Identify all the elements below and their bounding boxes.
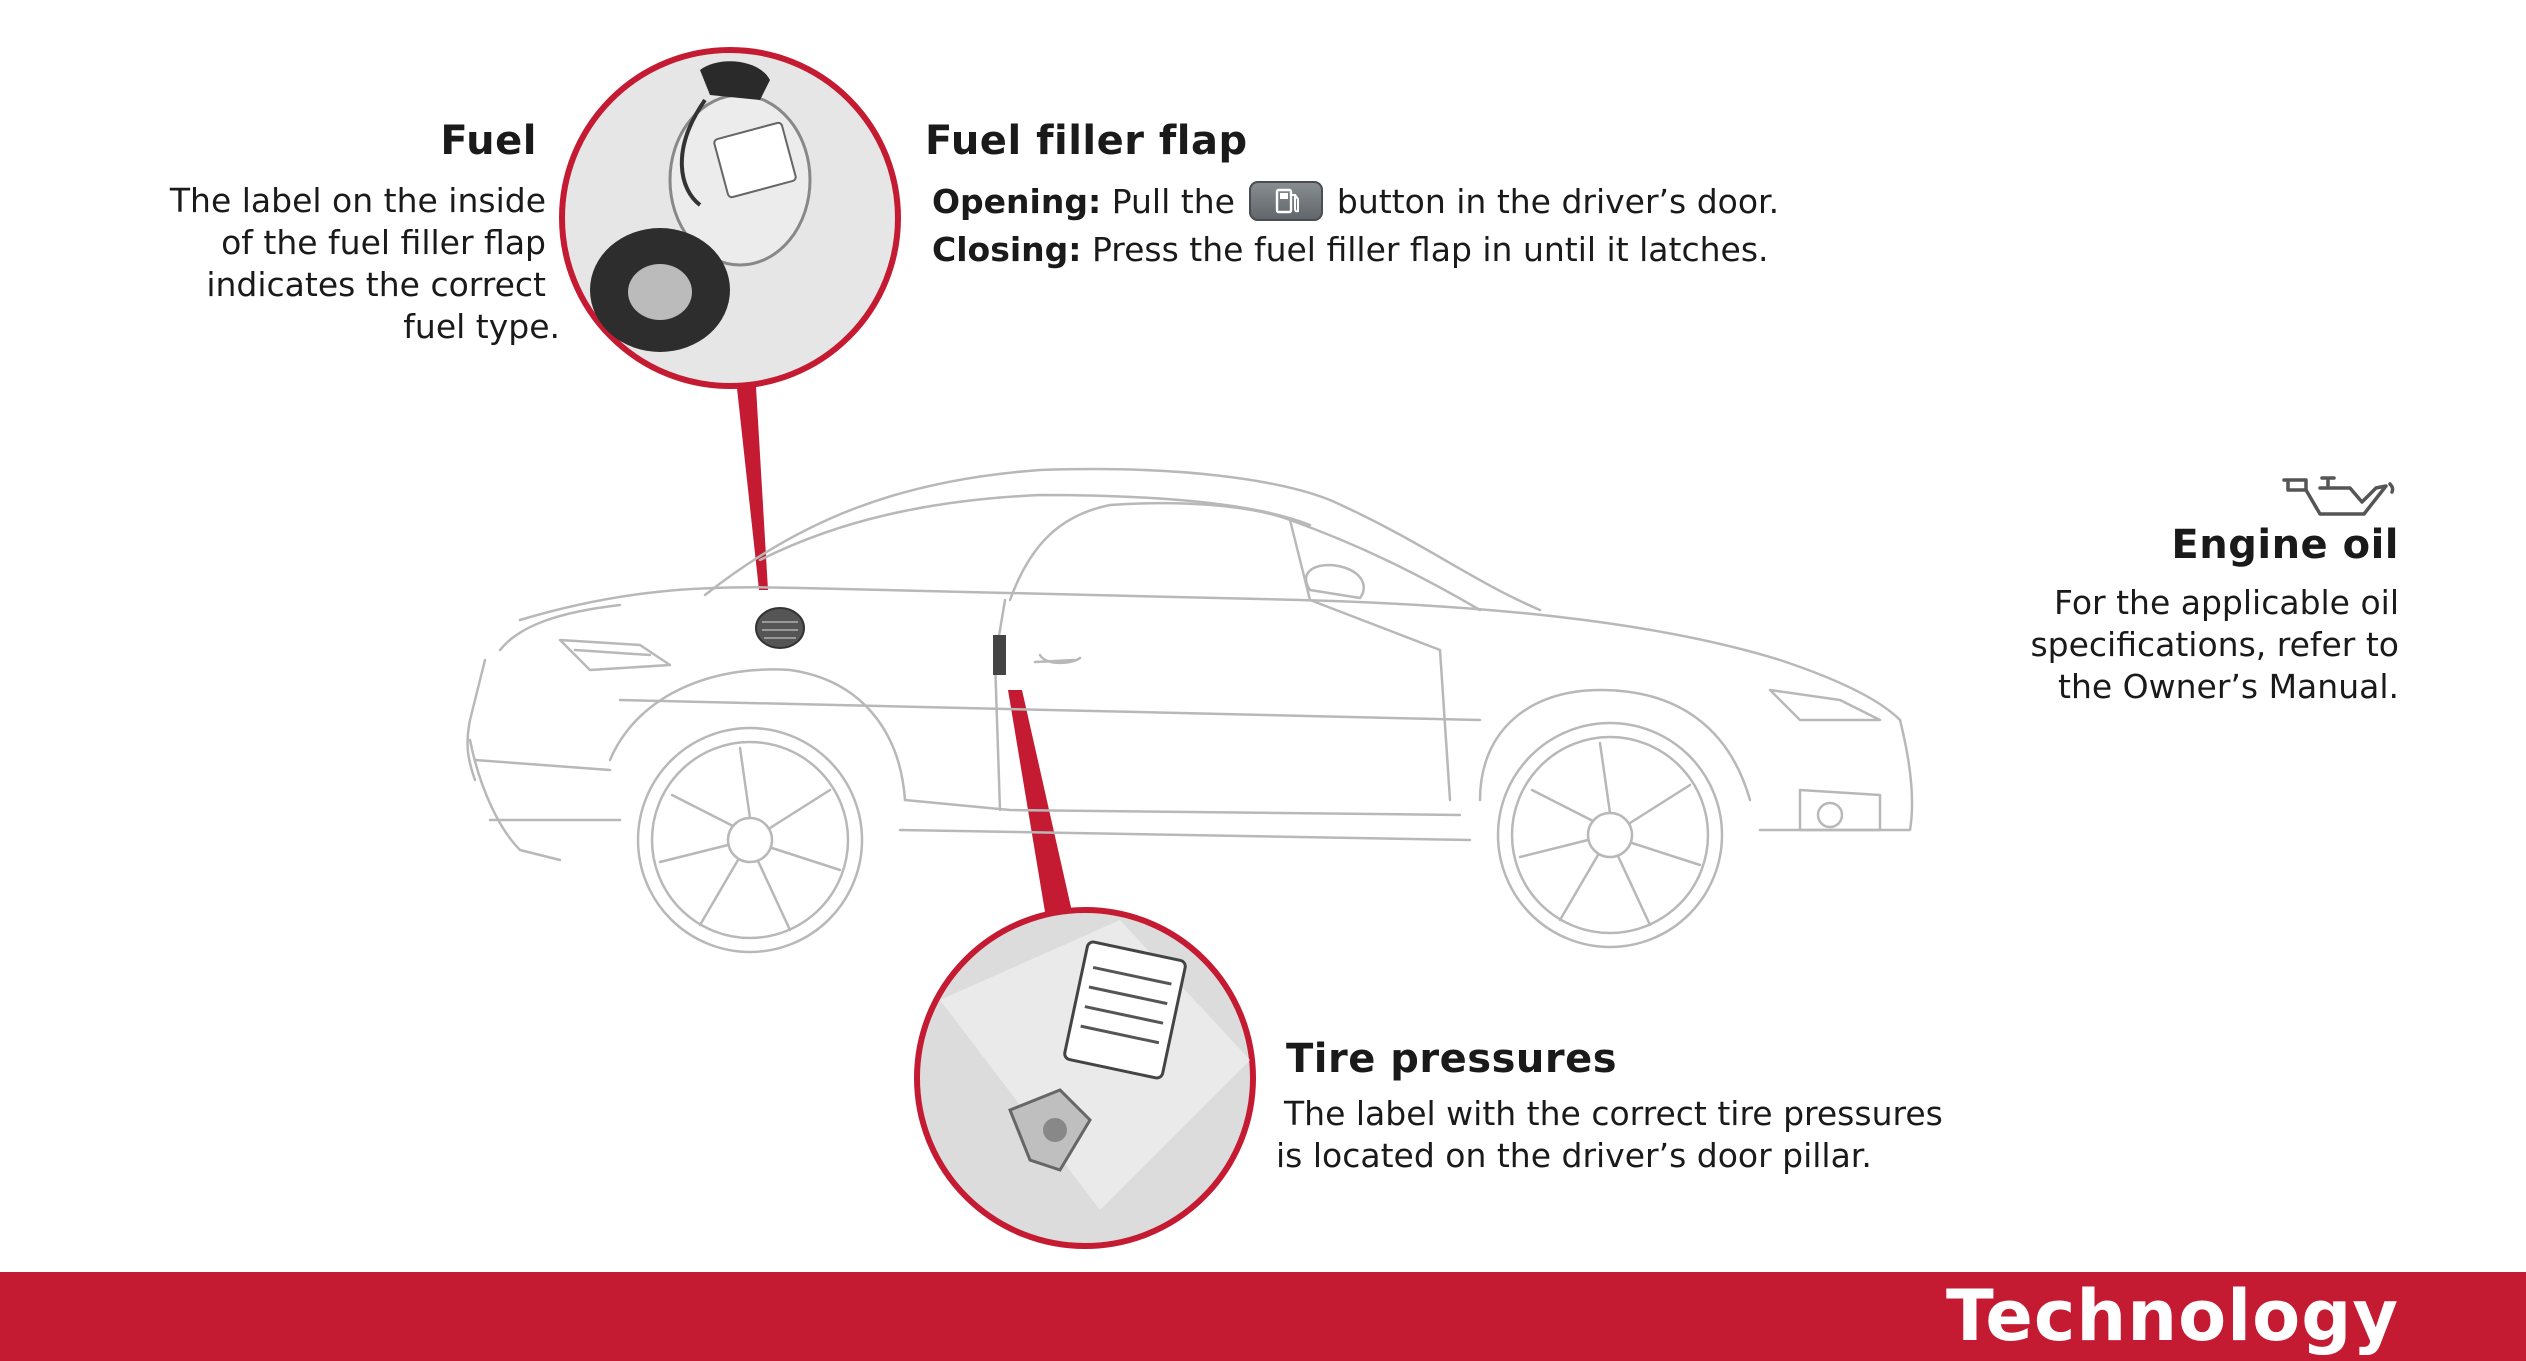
fuel-filler-flap-instructions: Opening: Pull the button in the driver’s… — [932, 178, 1932, 274]
fuel-callout-pointer — [735, 370, 768, 590]
opening-text-before: Pull the — [1111, 182, 1235, 221]
fuel-filler-flap-heading: Fuel filler flap — [925, 118, 1248, 164]
opening-instruction: Opening: Pull the button in the driver’s… — [932, 178, 1932, 226]
tire-pressures-description-line: The label with the correct tire pressure… — [1284, 1094, 1943, 1133]
closing-text: Press the fuel filler flap in until it l… — [1091, 230, 1769, 269]
tire-label-marker — [993, 635, 1006, 675]
closing-label: Closing: — [932, 230, 1082, 269]
car-outline — [466, 467, 1914, 954]
car-illustration — [466, 47, 1914, 1249]
fuel-heading: Fuel — [440, 118, 537, 164]
fuel-pump-icon — [1248, 180, 1323, 221]
engine-oil-description-line: the Owner’s Manual. — [2058, 667, 2399, 706]
footer-band: Technology — [0, 1272, 2526, 1361]
closing-instruction: Closing: Press the fuel filler flap in u… — [932, 226, 1932, 274]
fuel-description-line: indicates the correct — [206, 265, 546, 304]
fuel-description-line: The label on the inside — [169, 181, 546, 220]
tire-pressure-detail-circle — [914, 907, 1256, 1249]
footer-section-label: Technology — [1945, 1275, 2399, 1357]
engine-oil-description: For the applicable oil specifications, r… — [1879, 582, 2399, 708]
opening-text-after: button in the driver’s door. — [1336, 182, 1780, 221]
fuel-flap-detail-circle — [559, 47, 901, 389]
tire-pressures-description-line: is located on the driver’s door pillar. — [1276, 1136, 1872, 1175]
opening-label: Opening: — [932, 182, 1102, 221]
engine-oil-heading: Engine oil — [2171, 522, 2399, 568]
engine-oil-description-line: For the applicable oil — [2054, 583, 2399, 622]
tire-pressures-description: The label with the correct tire pressure… — [1276, 1093, 1976, 1177]
fuel-description-line: of the fuel filler flap — [221, 223, 546, 262]
oil-can-icon — [2278, 470, 2398, 522]
fuel-cap-marker — [755, 607, 805, 649]
tire-pressures-heading: Tire pressures — [1286, 1036, 1618, 1082]
fuel-description: The label on the inside of the fuel fill… — [126, 180, 560, 348]
fuel-description-line: fuel type. — [403, 307, 560, 346]
engine-oil-description-line: specifications, refer to — [2030, 625, 2399, 664]
